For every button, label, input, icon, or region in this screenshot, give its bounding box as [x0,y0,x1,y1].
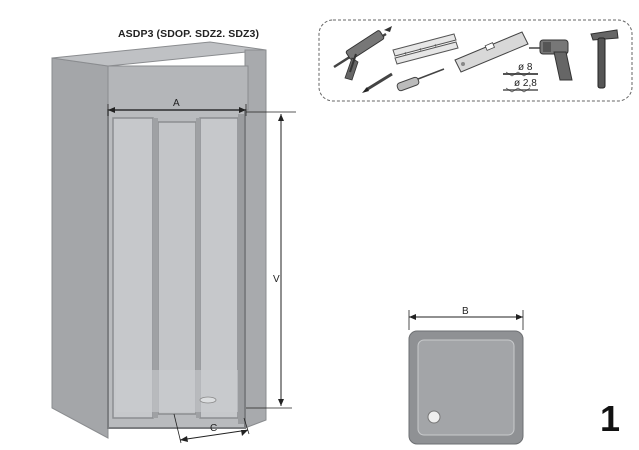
dimension-a [107,104,296,116]
drill-icon [529,39,573,81]
pencil-icon [362,72,393,93]
page-number: 1 [600,398,621,439]
hammer-icon [590,29,619,89]
tools-panel: ø 8 ø 2,8 [318,19,633,102]
spirit-level-icon [454,31,529,73]
drill-bit-large-label: ø 8 [518,62,533,73]
dimension-b [408,310,524,330]
dimension-v [246,114,292,409]
shower-enclosure-illustration [51,41,267,439]
dimension-v-label: V [273,274,280,285]
dimension-b-label: B [462,306,469,317]
dimension-c [173,413,250,444]
dimension-c-label: C [210,423,217,434]
folding-ruler-icon [392,33,459,65]
screwdriver-icon [396,68,445,92]
shower-tray-illustration [408,330,524,445]
silicone-gun-icon [333,26,392,81]
drill-bit-small-label: ø 2,8 [514,78,537,89]
page-title: ASDP3 (SDOP. SDZ2. SDZ3) [118,28,260,40]
dimension-a-label: A [173,98,180,109]
drill-bits-icon: ø 8 ø 2,8 [503,62,538,93]
